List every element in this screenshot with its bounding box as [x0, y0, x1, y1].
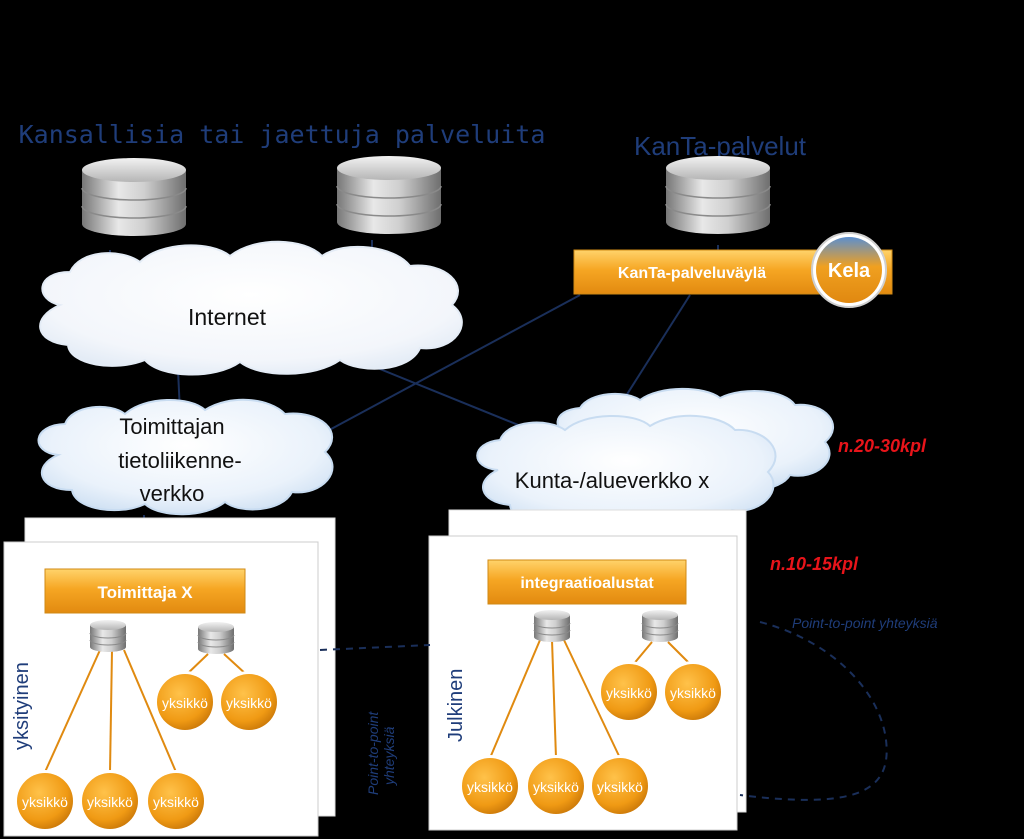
- kanta-bus-label: KanTa-palveluväylä: [618, 265, 766, 282]
- kela-label: Kela: [828, 260, 871, 282]
- point-to-point-vertical-line-2: yhteyksiä: [381, 726, 397, 786]
- private-database-2-icon: [197, 621, 235, 655]
- point-to-point-vertical-line-1: Point-to-point: [365, 711, 381, 795]
- kanta-services-label: KanTa-palvelut: [634, 131, 807, 161]
- internet-cloud: [39, 240, 463, 376]
- database-national-2-icon: [336, 155, 442, 235]
- private-unit-5-label: yksikkö: [153, 794, 199, 810]
- municipal-network-label: Kunta-/alueverkko x: [515, 468, 709, 493]
- supplier-network-line-2: tietoliikenne-: [118, 448, 242, 473]
- national-services-label: Kansallisia tai jaettuja palveluita: [19, 120, 546, 149]
- integration-platform-box: [487, 559, 687, 605]
- supplier-box-label: Toimittaja X: [97, 583, 193, 602]
- database-kanta-icon: [665, 155, 771, 235]
- public-unit-5-label: yksikkö: [597, 779, 643, 795]
- public-unit-2-label: yksikkö: [670, 685, 716, 701]
- database-national-1-icon: [81, 157, 187, 237]
- supplier-network-line-1: Toimittajan: [119, 414, 224, 439]
- integration-platform-label: integraatioalustat: [520, 575, 654, 592]
- public-unit-4-label: yksikkö: [533, 779, 579, 795]
- point-to-point-horizontal-label: Point-to-point yhteyksiä: [792, 615, 938, 631]
- supplier-box: [44, 568, 246, 614]
- private-vertical-label: yksityinen: [11, 662, 33, 750]
- public-vertical-label: Julkinen: [445, 669, 467, 742]
- supplier-network-line-3: verkko: [140, 481, 205, 506]
- public-database-2-icon: [641, 609, 679, 643]
- public-unit-1-label: yksikkö: [606, 685, 652, 701]
- private-unit-1-label: yksikkö: [162, 695, 208, 711]
- private-unit-2-label: yksikkö: [226, 695, 272, 711]
- private-unit-3-label: yksikkö: [22, 794, 68, 810]
- private-unit-4-label: yksikkö: [87, 794, 133, 810]
- point-to-point-dashed-lines: [319, 621, 888, 801]
- supplier-network-cloud: [37, 398, 334, 516]
- private-database-1-icon: [89, 619, 127, 653]
- kela-badge: [811, 232, 887, 308]
- integration-platform-count: n.10-15kpl: [770, 554, 859, 574]
- public-unit-3-label: yksikkö: [467, 779, 513, 795]
- internet-label: Internet: [188, 304, 267, 330]
- municipal-network-count: n.20-30kpl: [838, 436, 927, 456]
- public-database-1-icon: [533, 609, 571, 643]
